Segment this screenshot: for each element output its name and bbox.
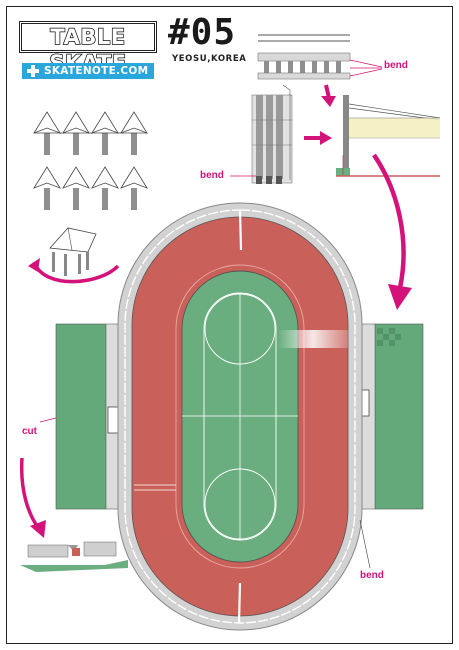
sheet-border [6, 6, 453, 644]
rotate-arrow-head-icon [28, 258, 40, 272]
location-label: YEOSU,KOREA [172, 54, 247, 64]
cut-arrow-head-icon [30, 520, 46, 538]
right-platform [374, 323, 424, 510]
lane-line [175, 264, 305, 569]
curved-arrow-head-icon [388, 284, 412, 310]
canopy-row-bottom [33, 166, 148, 210]
cut-arrow-icon [19, 457, 42, 532]
rail-strip-diagram [257, 34, 383, 80]
brand-title: TABLE SKATE [19, 21, 157, 76]
canopy-row-top [33, 111, 148, 155]
arrow-right-head-icon [320, 131, 332, 145]
bend-guide-track [359, 519, 371, 569]
rotate-arrow-icon [32, 261, 120, 284]
bend-callout-stack: bend [200, 170, 224, 181]
checker-pattern [377, 328, 401, 346]
arrow-down-icon [324, 84, 331, 99]
oval-track [117, 202, 363, 631]
cut-callout: cut [22, 426, 37, 437]
plus-icon [27, 65, 39, 77]
post-stack-diagram [230, 84, 293, 184]
left-platform [55, 323, 107, 510]
issue-number: #05 [168, 12, 237, 53]
curved-arrow-icon [372, 153, 406, 289]
arrow-down-head-icon [321, 96, 336, 107]
bend-result-diagram [336, 95, 441, 177]
fold-diagram [20, 541, 128, 572]
assembled-pavilion [49, 227, 97, 276]
bend-callout-rail: bend [384, 60, 408, 71]
brand-site[interactable]: SKATENOTE.COM [22, 63, 154, 79]
cut-guide [39, 417, 57, 423]
bend-callout-track: bend [360, 570, 384, 581]
